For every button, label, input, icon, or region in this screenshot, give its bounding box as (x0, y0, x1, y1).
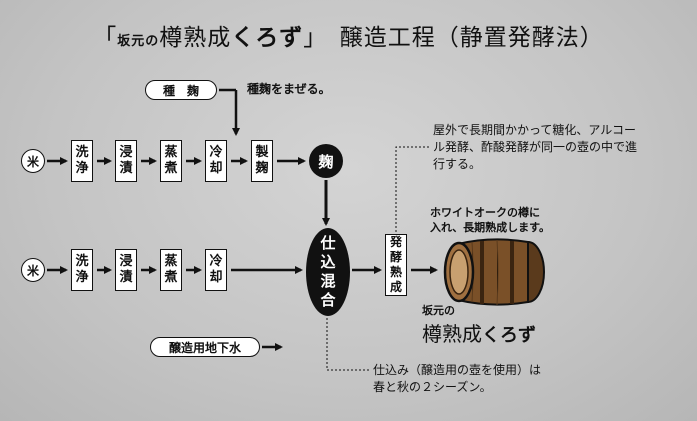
step-koji-making: 製麹 (251, 140, 273, 182)
step-soak-1: 浸漬 (115, 140, 137, 182)
brand-prefix: 坂元の (117, 34, 160, 49)
fermentation-note: 屋外で長期間かかって糖化、アルコー ル発酵、酢酸発酵が同一の壺の中で進 行する。 (433, 123, 638, 171)
groundwater-label: 醸造用地下水 (150, 337, 260, 357)
step-wash-1: 洗浄 (71, 140, 93, 182)
brand-logo: 坂元の 樽熟成くろず (422, 304, 536, 346)
step-wash-2: 洗浄 (71, 249, 93, 291)
fermentation-node: 発酵熟成 (385, 234, 407, 296)
mixing-node: 仕込混合 (306, 228, 350, 316)
barrel-note: ホワイトオークの樽に 入れ、長期熟成します。 (430, 206, 551, 234)
step-soak-2: 浸漬 (115, 249, 137, 291)
rice-start-2: 米 (21, 258, 45, 282)
title-subtitle: 醸造工程（静置発酵法） (339, 25, 604, 51)
koji-seed-label: 種 麹 (145, 80, 217, 100)
season-note: 仕込み（醸造用の壺を使用）は 春と秋の２シーズン。 (373, 363, 542, 394)
step-steam-2: 蒸煮 (160, 249, 182, 291)
page-title: 「坂元の樽熟成くろず」 醸造工程（静置発酵法） (93, 24, 604, 51)
step-steam-1: 蒸煮 (160, 140, 182, 182)
step-cool-2: 冷却 (205, 249, 227, 291)
step-cool-1: 冷却 (205, 140, 227, 182)
rice-start-1: 米 (21, 149, 45, 173)
koji-seed-note: 種麹をまぜる。 (247, 82, 331, 96)
koji-node: 麹 (309, 144, 343, 178)
barrel-icon (443, 238, 545, 306)
